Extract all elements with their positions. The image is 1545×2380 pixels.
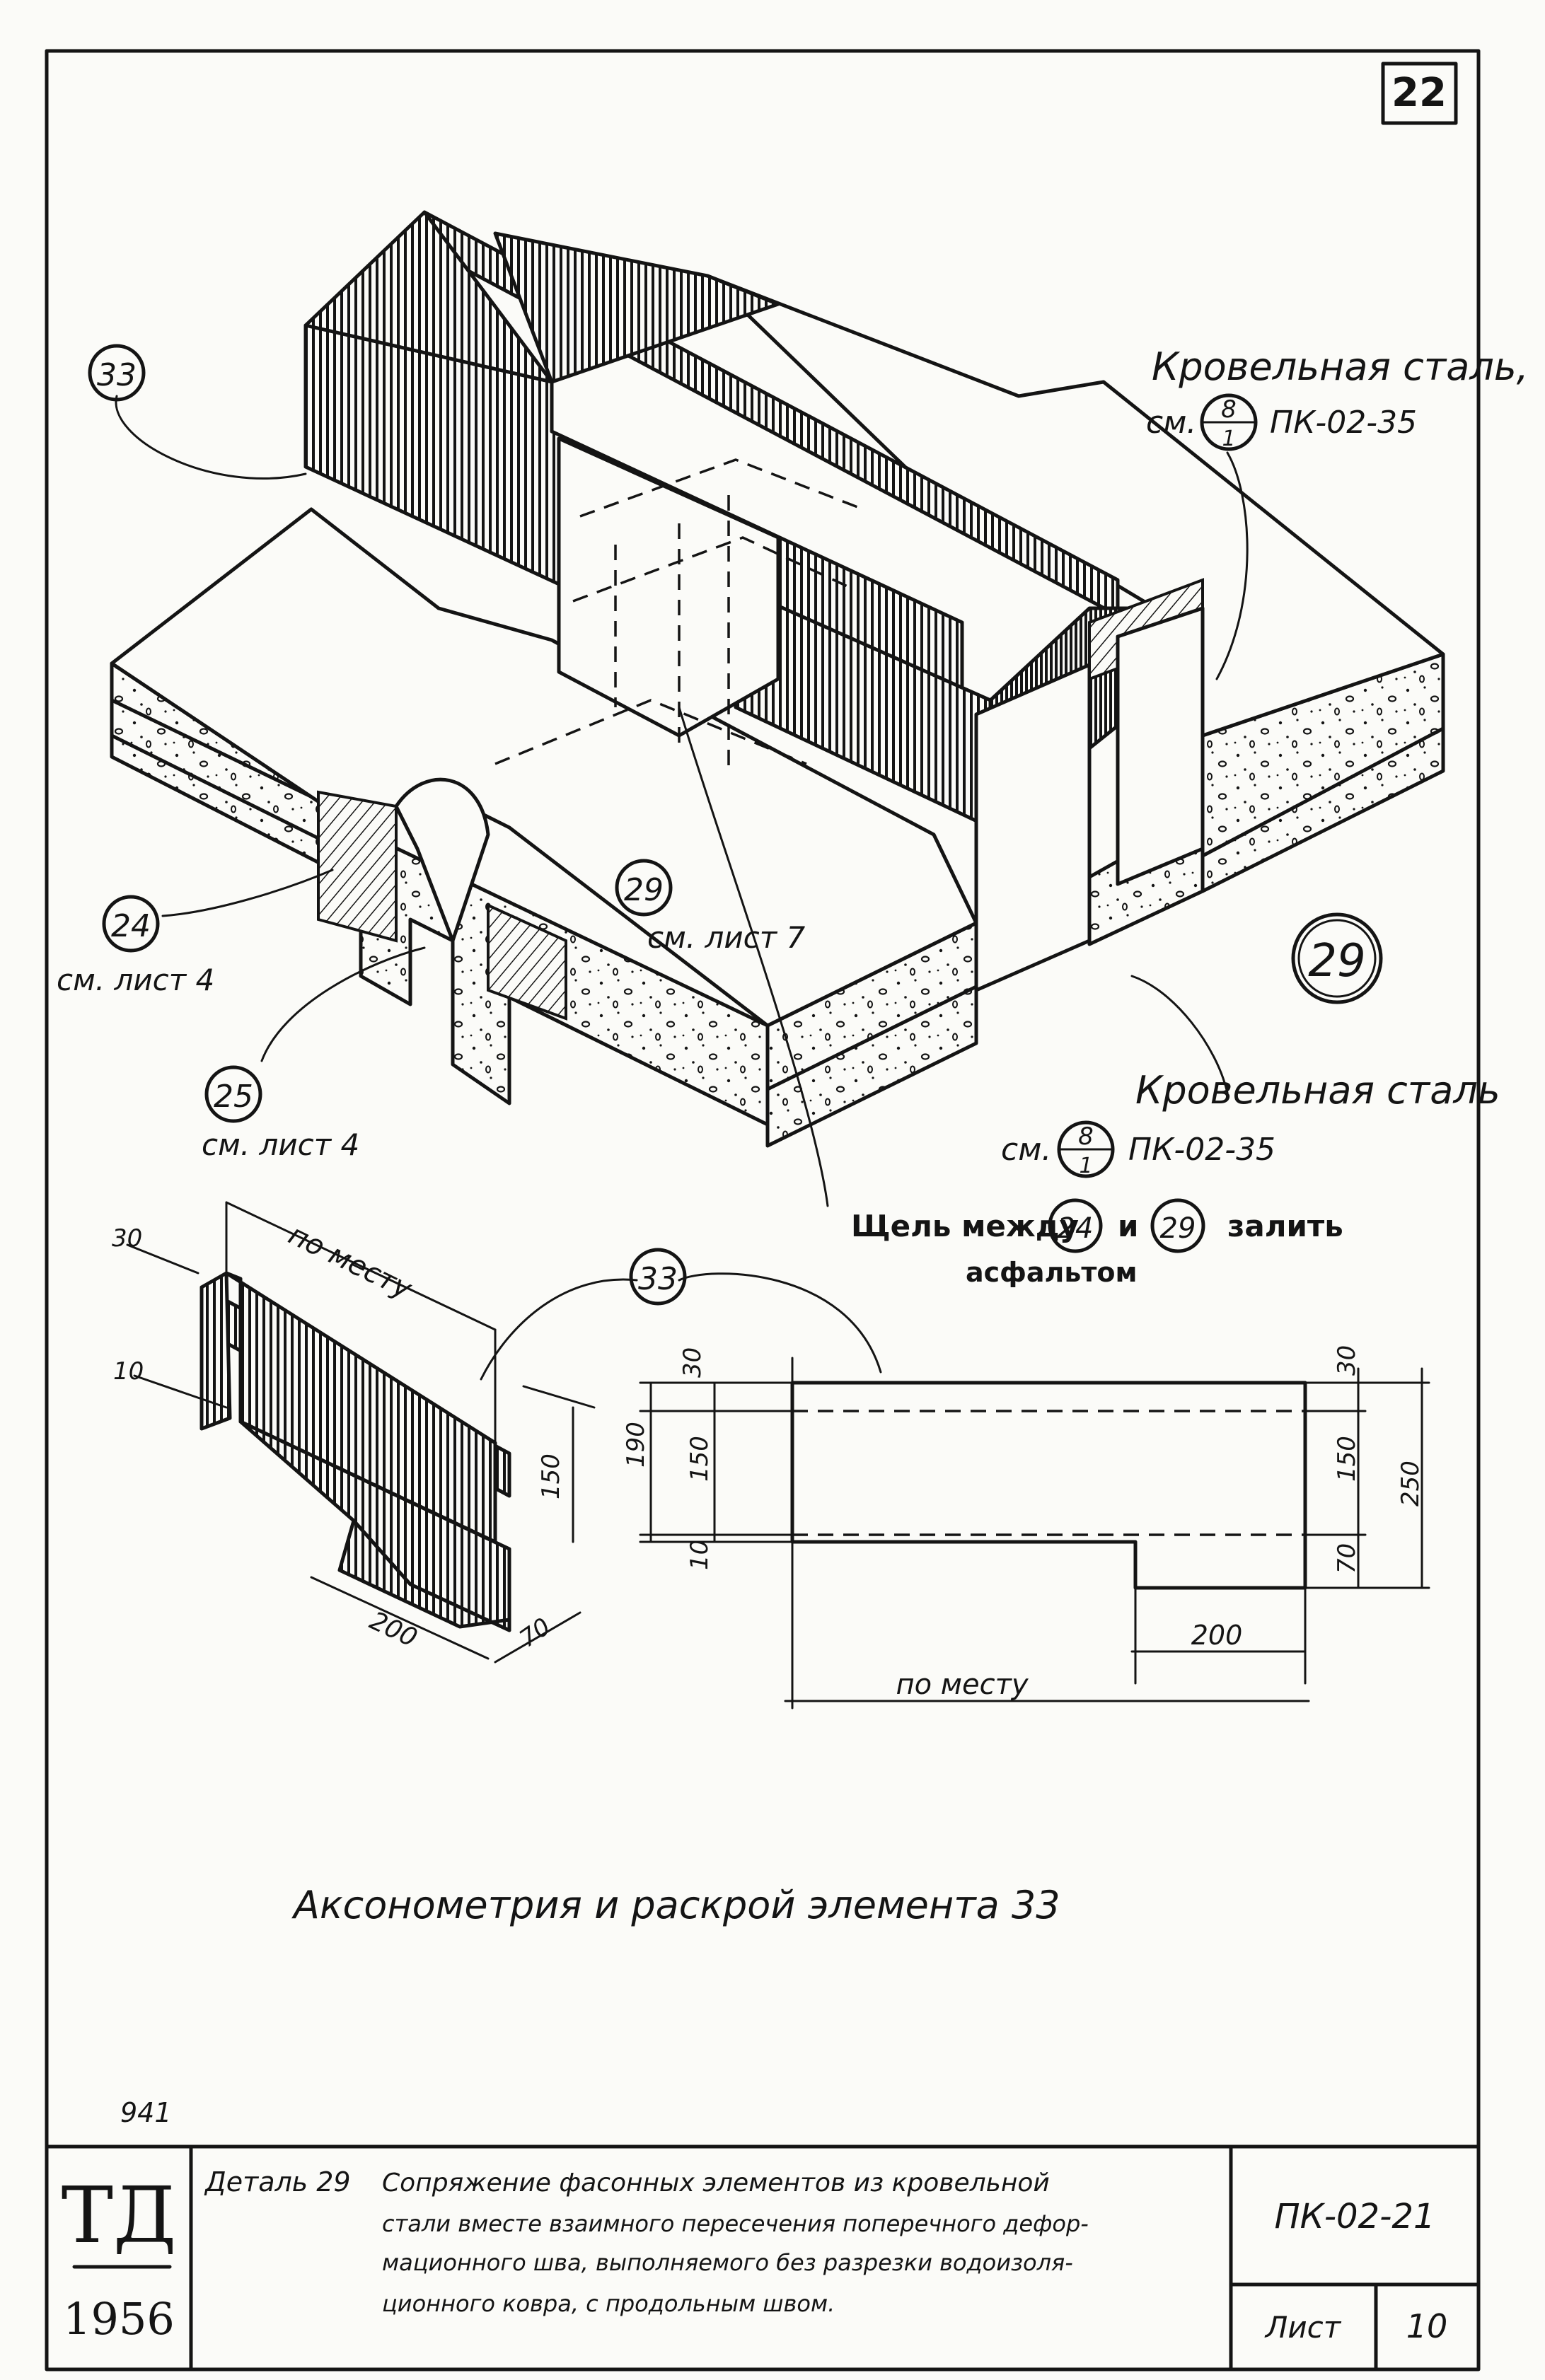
gap-note-24: 24 xyxy=(1058,1212,1094,1245)
steel-top-see: см. xyxy=(1146,405,1196,441)
cap-top-plane xyxy=(493,231,780,384)
sheet-list-label: Лист xyxy=(1264,2310,1342,2345)
cut-bottom-po-mestu: по месту xyxy=(896,1668,1029,1701)
leader-24 xyxy=(161,869,334,917)
vertical-insert xyxy=(974,663,1092,992)
rounded-joint xyxy=(394,777,490,943)
title-line-2: стали вместе взаимного пересечения попер… xyxy=(382,2210,1089,2237)
sheet-frame: 22 xyxy=(45,49,1481,2372)
page-number: 22 xyxy=(1391,70,1447,116)
title-detail: Деталь 29 xyxy=(204,2166,351,2198)
cut-left-30: 30 xyxy=(678,1347,707,1378)
element-33-axonometry: 30 10 по месту 150 200 70 xyxy=(112,1201,596,1664)
cap-left-end xyxy=(303,210,554,384)
leader-33 xyxy=(115,395,307,480)
steel-bottom-den: 1 xyxy=(1079,1154,1092,1178)
callout-circle-29 xyxy=(615,859,673,917)
cut-left-10: 10 xyxy=(685,1540,714,1570)
leader-gap xyxy=(678,706,829,1207)
callout-29-ref: см. лист 7 xyxy=(647,920,806,955)
detail-number: 29 xyxy=(1308,935,1365,987)
steel-bottom-num: 8 xyxy=(1078,1122,1094,1151)
steel-top-code: ПК-02-35 xyxy=(1270,405,1417,441)
axo-dim-150: 150 xyxy=(537,1453,565,1499)
callout-circle-24 xyxy=(102,895,160,953)
cut-left-190: 190 xyxy=(622,1422,650,1468)
cut-right-150: 150 xyxy=(1333,1436,1361,1482)
stamp-td: ТД xyxy=(62,2170,177,2260)
gap-note-start: Щель между xyxy=(851,1209,1079,1243)
callout-circle-33 xyxy=(88,344,146,402)
steel-top-den: 1 xyxy=(1222,426,1235,451)
callout-24: 24 xyxy=(111,908,151,944)
axo-dim-200: 200 xyxy=(365,1606,422,1653)
sheet-code: ПК-02-21 xyxy=(1275,2197,1435,2236)
page-number-box xyxy=(1381,62,1458,125)
title-line-1: Сопряжение фасонных элементов из кровель… xyxy=(382,2169,1050,2198)
drawing-caption: Аксонометрия и раскрой элемента 33 xyxy=(291,1883,1060,1927)
callout-24-ref: см. лист 4 xyxy=(57,963,214,997)
leader-steel-top xyxy=(1215,451,1249,680)
element-33-cut-pattern: 33 30 190 150 10 30 150 70 250 200 по ме… xyxy=(480,1248,1430,1709)
cut-right-30: 30 xyxy=(1333,1345,1361,1376)
gap-note-asphalt: асфальтом xyxy=(966,1257,1138,1288)
title-line-4: ционного ковра, с продольным швом. xyxy=(382,2290,835,2317)
callout-33-bottom: 33 xyxy=(638,1261,678,1297)
leader-steel-bot xyxy=(1130,975,1229,1094)
axo-dim-30: 30 xyxy=(112,1224,142,1253)
title-line-3: мационного шва, выполняемого без разрезк… xyxy=(382,2249,1073,2276)
callout-circle-33-bottom xyxy=(629,1248,687,1306)
steel-bottom-code: ПК-02-35 xyxy=(1128,1132,1275,1168)
cut-bottom-200: 200 xyxy=(1191,1620,1243,1651)
callout-33-top: 33 xyxy=(97,357,137,393)
cut-left-150: 150 xyxy=(685,1436,714,1482)
cut-right-250: 250 xyxy=(1396,1461,1425,1507)
transverse-joint xyxy=(557,436,780,738)
cut-outline xyxy=(790,1381,1307,1590)
detail-number-circle xyxy=(1291,912,1383,1004)
gap-note-29: 29 xyxy=(1160,1212,1196,1245)
main-axonometry xyxy=(110,210,1445,1207)
callouts: 33 24 см. лист 4 25 см. лист 4 29 см. ли… xyxy=(57,344,1529,1288)
bottom-left-note: 941 xyxy=(120,2097,172,2128)
gap-note-and: и xyxy=(1118,1209,1138,1243)
callout-circle-25 xyxy=(204,1065,262,1123)
callout-29: 29 xyxy=(624,872,664,908)
steel-top-title: Кровельная сталь, xyxy=(1152,344,1529,389)
steel-bottom-see: см. xyxy=(1001,1132,1051,1168)
leader-25 xyxy=(260,946,426,1062)
callout-25-ref: см. лист 4 xyxy=(202,1127,359,1162)
cut-right-70: 70 xyxy=(1333,1543,1361,1574)
steel-bottom-title: Кровельная сталь xyxy=(1135,1068,1500,1113)
callout-25: 25 xyxy=(214,1079,253,1115)
sheet-list-number: 10 xyxy=(1406,2307,1448,2345)
steel-top-num: 8 xyxy=(1221,395,1237,424)
gap-note-fill: залить xyxy=(1227,1209,1343,1243)
stamp-year: 1956 xyxy=(63,2293,175,2345)
axo-dim-10: 10 xyxy=(113,1357,144,1386)
title-block: 941 ТД 1956 Деталь 29 Сопряжение фасонны… xyxy=(45,2097,1481,2372)
axo-dim-po-mestu: по месту xyxy=(284,1219,418,1306)
